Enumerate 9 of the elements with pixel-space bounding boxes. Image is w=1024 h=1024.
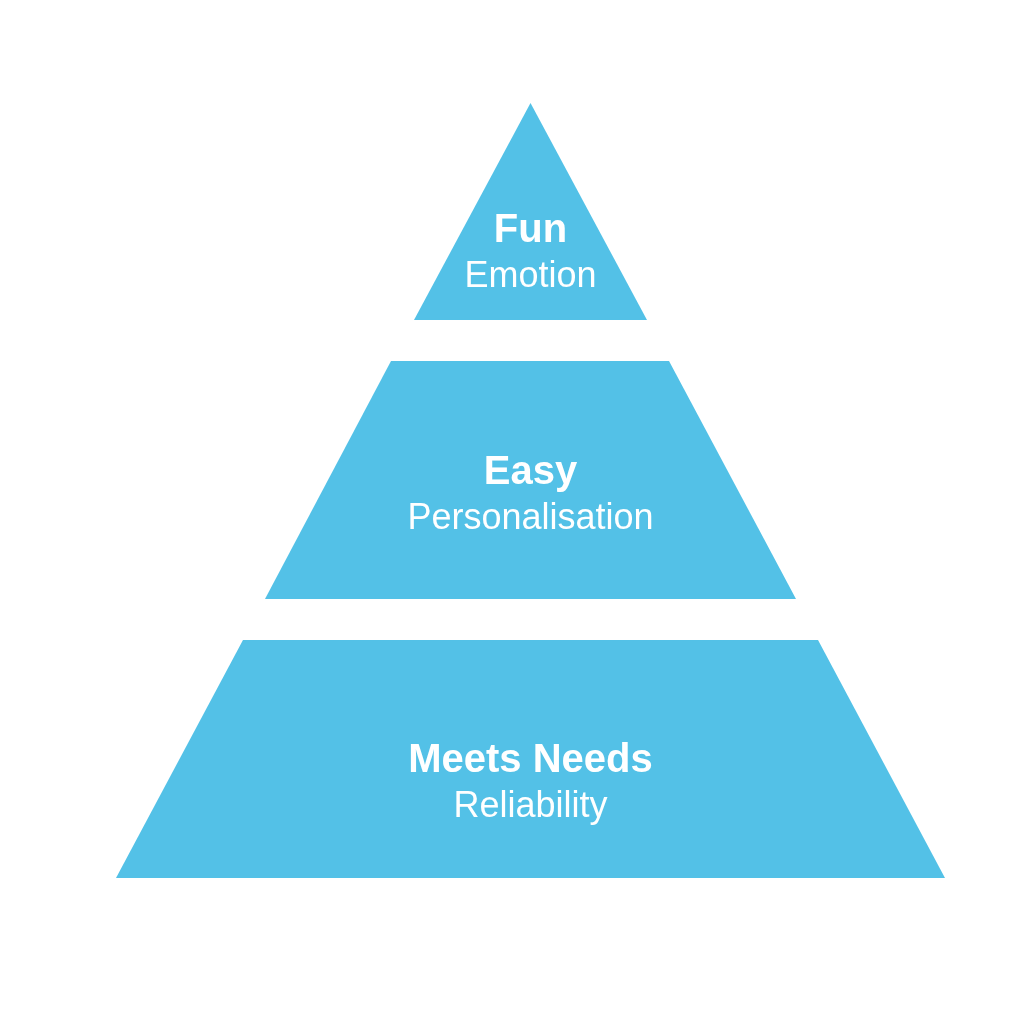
pyramid-bottom-tier (116, 640, 945, 878)
tier-subtitle: Emotion (464, 252, 597, 297)
pyramid-middle-tier (265, 361, 796, 599)
tier-subtitle: Reliability (453, 782, 608, 827)
tier-title: Easy (483, 446, 578, 494)
tier-subtitle: Personalisation (407, 494, 654, 539)
tier-title: Fun (493, 204, 568, 252)
tier-title: Meets Needs (408, 734, 653, 782)
pyramid-top-triangle (414, 103, 647, 320)
